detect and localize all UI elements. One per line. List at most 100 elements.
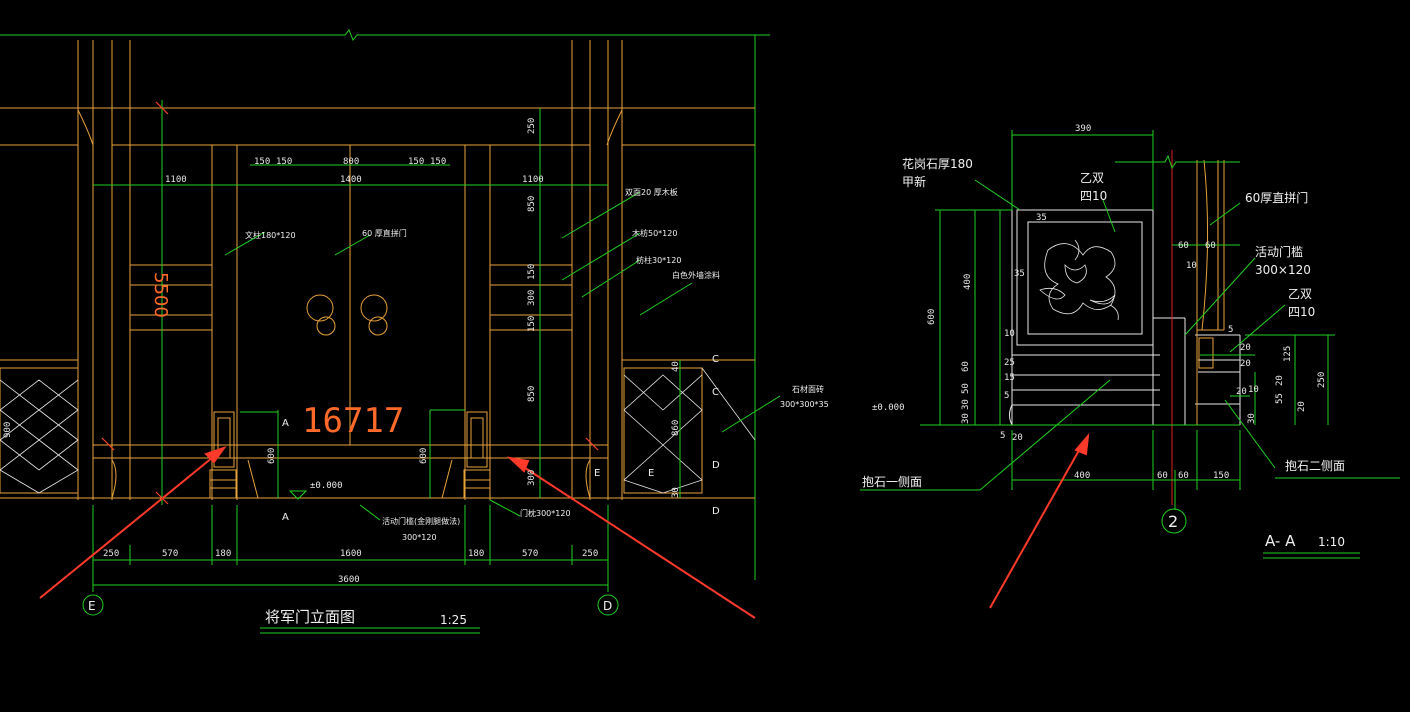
dim-small-v4: 5 [1004,391,1009,401]
dimension-lines [82,100,781,634]
dim-600-left: 600 [267,448,277,464]
dim-v-2: 850 [527,196,537,212]
left-elevation: 16717 5500 A A ±0.000 150 150 800 150 15… [0,29,829,634]
carved-flower-motif [1039,239,1119,321]
dim-r-small-4: 55 [1275,393,1285,404]
dim-top-4: 150 [408,157,424,167]
dim-10: 10 [1186,261,1197,271]
section-mark-a-top: A [282,418,289,429]
dim-small-v6: 50 [961,383,971,394]
dim-600-right: 600 [419,448,429,464]
dim-35-left: 35 [1014,269,1025,279]
dim-v-6: 850 [527,386,537,402]
dim-r-small-1: 20 [1240,343,1251,353]
dim-1400: 1400 [340,175,362,185]
dim-250: 250 [1317,372,1327,388]
dim-v-3: 150 [527,264,537,280]
dim-v-4: 300 [527,290,537,306]
level-right: ±0.000 [872,403,905,413]
dim-390: 390 [1075,124,1091,134]
label-active-threshold-l2: 300×120 [1255,263,1311,277]
dim-5b: 5 [1228,325,1233,335]
dim-bottom-400: 400 [1074,471,1090,481]
dim-panel-30: 30 [671,487,681,498]
right-scale: 1:10 [1318,535,1345,549]
dim-small-v2: 25 [1004,358,1015,368]
dim-r-small-3: 20 [1236,387,1247,397]
label-stone-tile-size: 300*300*35 [780,400,829,409]
dim-bottom-60b: 60 [1178,471,1189,481]
dim-35-top: 35 [1036,213,1047,223]
panel-mark-e1: E [594,468,600,479]
dim-r-small-2: 10 [1248,385,1259,395]
label-granite-l1: 花岗石厚180 [902,156,973,171]
label-yishuang2-l1: 乙双 [1288,287,1312,301]
dim-r-small-6: 20 [1297,401,1307,412]
annotation-arrows-left [39,446,756,619]
dim-top-2: 150 [276,157,292,167]
label-active-threshold-l1: 活动门槛 [1255,244,1303,259]
label-yishuang-l2: 四10 [1080,189,1107,203]
dim-top-3: 800 [343,157,359,167]
dim-1100-left: 1100 [165,175,187,185]
label-mufang: 木枋50*120 [632,228,677,238]
dim-125: 125 [1283,346,1293,362]
dim-bottom-5: 180 [468,549,484,559]
section-mark-a-bottom: A [282,512,289,523]
right-title: A- A [1265,532,1296,550]
dim-600-v: 600 [927,309,937,325]
right-section-aa: 花岗石厚180 甲新 乙双 四10 60厚直拼门 活动门槛 300×120 乙双… [860,124,1400,609]
dim-20b: 20 [1240,359,1251,369]
dim-bottom-2: 570 [162,549,178,559]
structure-lines [0,40,755,500]
dim-1100-right: 1100 [522,175,544,185]
dim-bottom-150: 150 [1213,471,1229,481]
label-menzhen: 门枕300*120 [520,508,571,518]
dim-60b: 60 [1205,241,1216,251]
dim-5: 5 [1000,431,1005,441]
dim-r-small-7: 30 [1247,413,1257,424]
left-title: 将军门立面图 [265,608,355,626]
label-fangzhu: 枋柱30*120 [636,255,681,265]
dim-top-5: 150 [430,157,446,167]
panel-mark-c2: C [712,387,719,398]
top-break-line [0,29,770,41]
dim-top-1: 150 [254,157,270,167]
lattice-panel-left [0,379,79,494]
axis-label-2: 2 [1168,512,1178,531]
dim-v-5: 150 [527,316,537,332]
dim-bottom-60a: 60 [1157,471,1168,481]
left-scale: 1:25 [440,613,467,627]
label-stone-side1: 抱石一侧面 [862,474,922,489]
dim-small-v3: 15 [1004,373,1015,383]
panel-mark-d1: D [712,460,720,471]
label-granite-l2: 甲新 [902,174,926,189]
panel-mark-d2: D [712,506,720,517]
annotation-arrow-right [989,432,1090,609]
dim-panel-860: 860 [671,420,681,436]
label-yishuang-l1: 乙双 [1080,171,1104,185]
dim-small-v5: 60 [961,361,971,372]
panel-mark-c1: C [712,354,719,365]
dim-v-1: 250 [527,118,537,134]
dim-bottom-1: 250 [103,549,119,559]
label-stone-tile: 石材面砖 [792,384,824,394]
dim-v-7: 300 [527,470,537,486]
label-door60: 60厚直拼门 [1245,190,1308,205]
dim-bottom-3: 180 [215,549,231,559]
dim-bottom-4: 1600 [340,549,362,559]
dim-small-v7: 30 [961,399,971,410]
dim-bottom-7: 250 [582,549,598,559]
big-number: 16717 [302,401,404,441]
dim-r-small-5: 20 [1275,375,1285,386]
dim-20a: 20 [1012,433,1023,443]
dim-panel-40: 40 [671,361,681,372]
dim-60a: 60 [1178,241,1189,251]
label-stone-side2: 抱石二侧面 [1285,458,1345,473]
vertical-5500: 5500 [150,272,171,318]
dim-bottom-6: 570 [522,549,538,559]
level-left: ±0.000 [310,481,343,491]
section-orange [1171,159,1225,425]
dim-400-v: 400 [963,274,973,290]
